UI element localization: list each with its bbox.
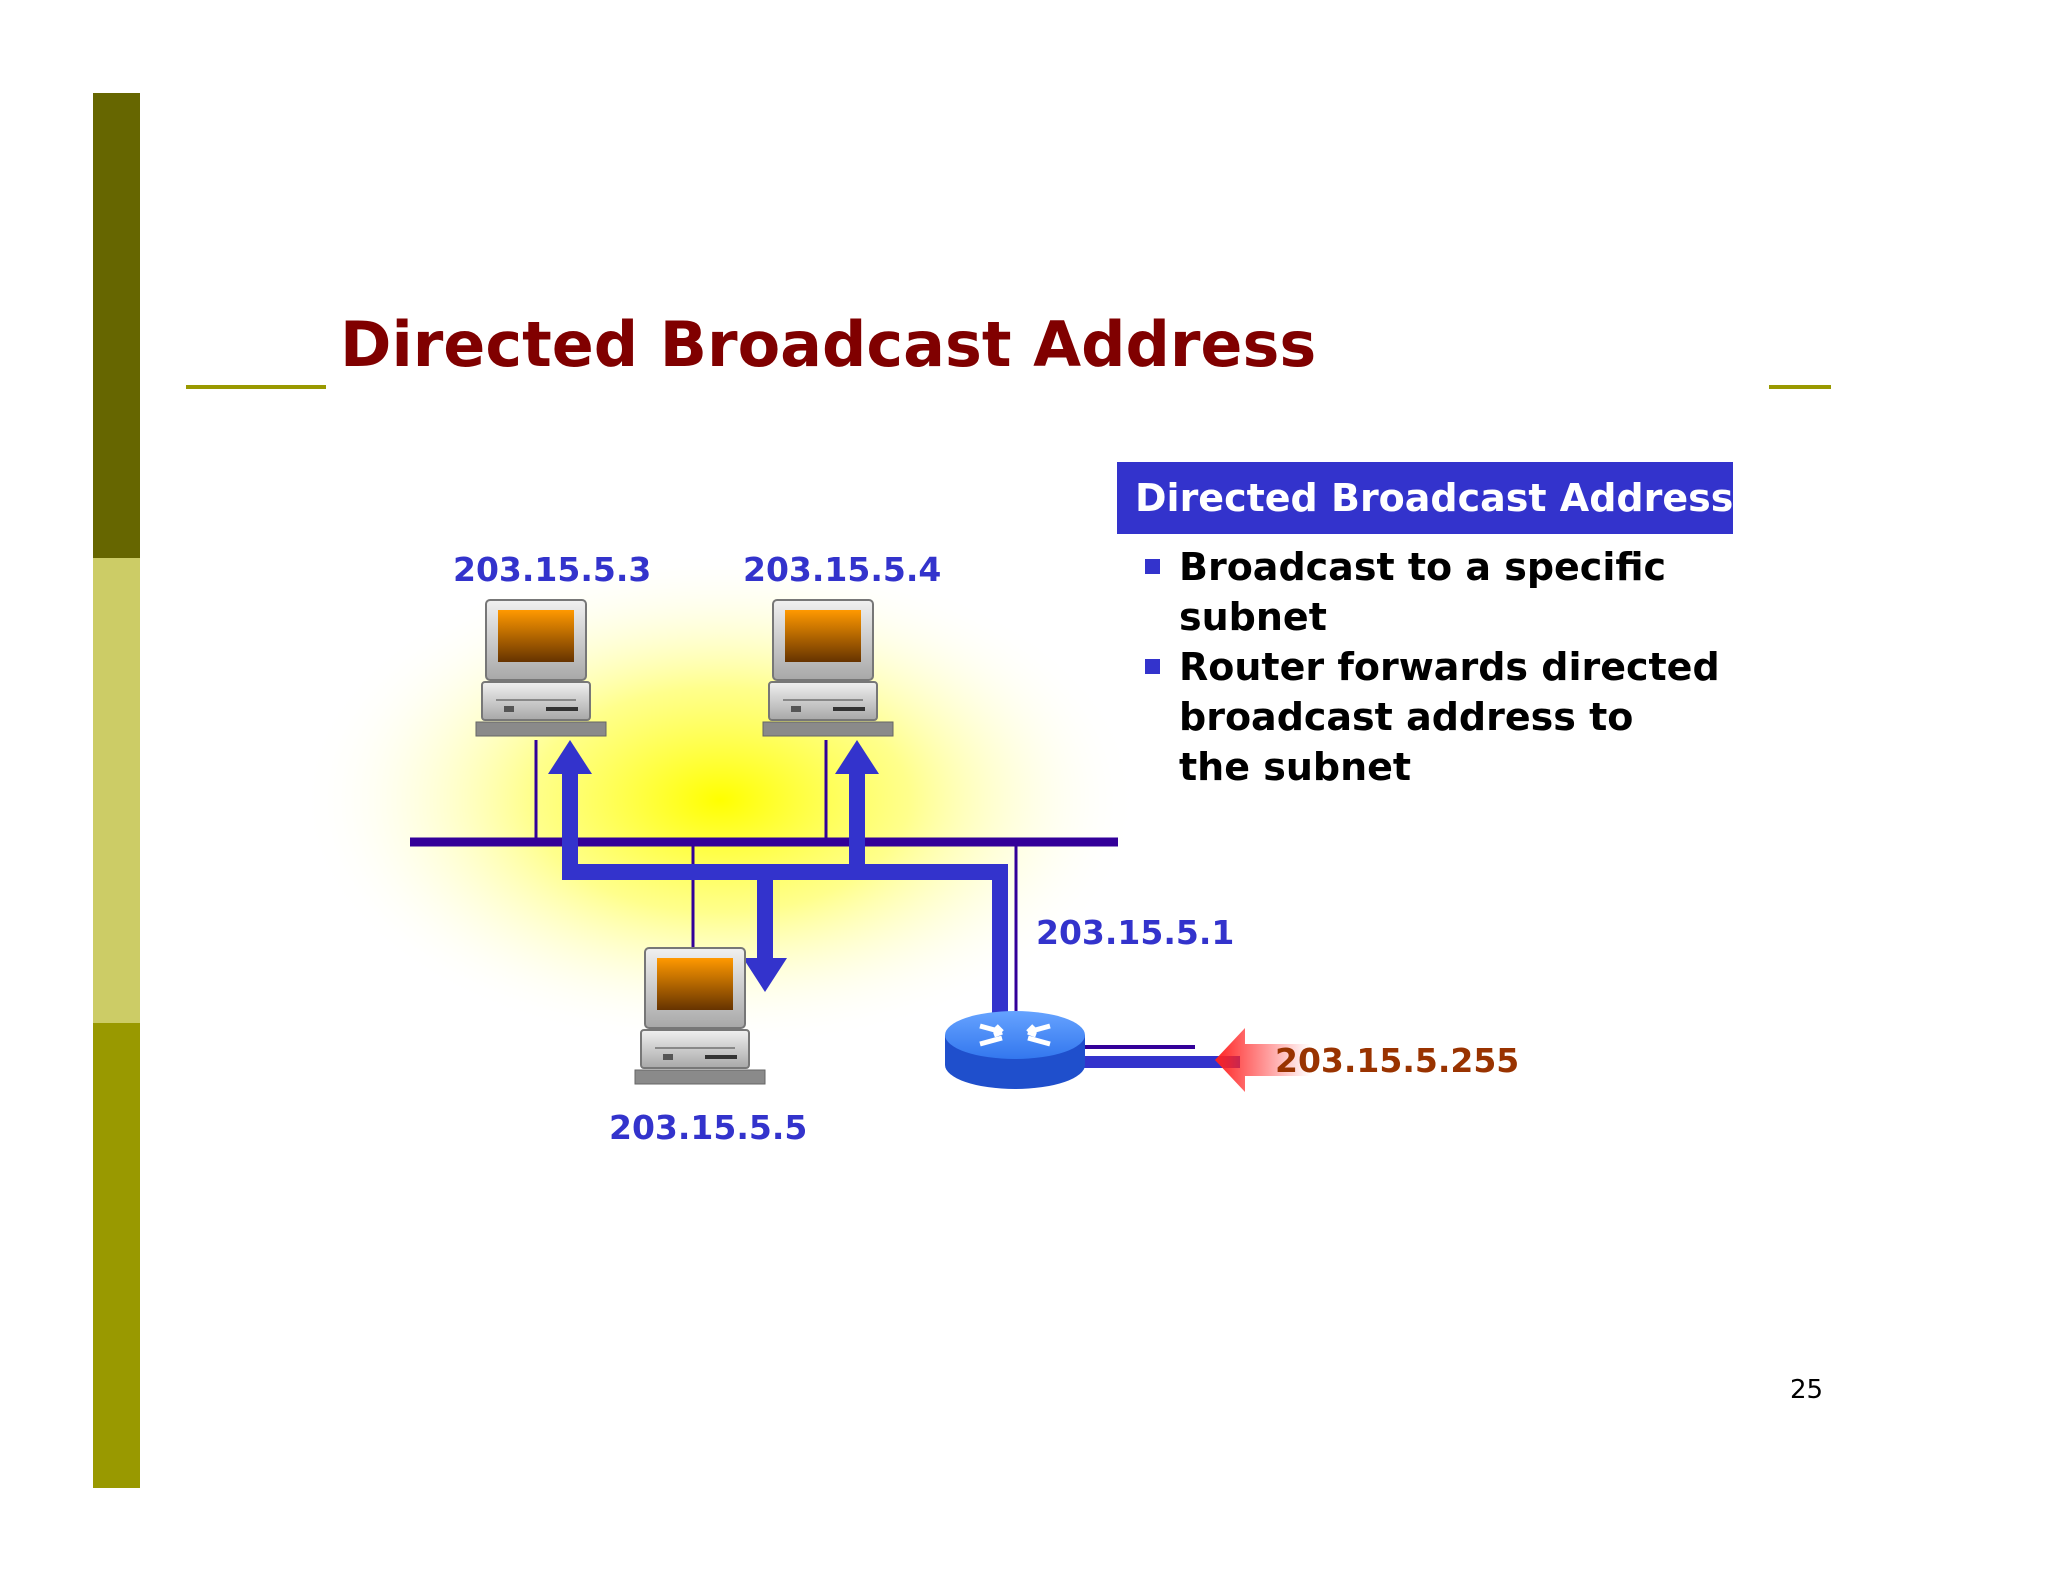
info-bullet-1-line-1: Broadcast to a specific bbox=[1179, 545, 1667, 589]
network-diagram: 203.15.5.3 203.15.5.4 203.15.5.5 203.15.… bbox=[300, 440, 1800, 1200]
accent-bar-middle bbox=[93, 558, 140, 1023]
host-label-203-15-5-4: 203.15.5.4 bbox=[743, 550, 942, 589]
computer-icon-203-15-5-3 bbox=[476, 600, 606, 736]
page-title: Directed Broadcast Address bbox=[340, 308, 1317, 381]
host-label-203-15-5-5: 203.15.5.5 bbox=[609, 1108, 808, 1147]
accent-bar-bottom bbox=[93, 1023, 140, 1488]
info-bullet-2-line-1: Router forwards directed bbox=[1179, 645, 1720, 689]
computer-icon-203-15-5-5 bbox=[635, 948, 765, 1084]
computer-icon-203-15-5-4 bbox=[763, 600, 893, 736]
info-bullet-2-line-2: broadcast address to bbox=[1179, 695, 1634, 739]
info-bullet-2: Router forwards directed broadcast addre… bbox=[1117, 642, 1733, 792]
title-rule-left bbox=[186, 385, 326, 389]
info-bullet-1-line-2: subnet bbox=[1179, 595, 1327, 639]
host-label-203-15-5-3: 203.15.5.3 bbox=[453, 550, 652, 589]
info-bullet-list: Broadcast to a specific subnet Router fo… bbox=[1117, 542, 1733, 792]
info-bullet-1: Broadcast to a specific subnet bbox=[1117, 542, 1733, 642]
router-icon bbox=[945, 1011, 1085, 1089]
info-panel: Directed Broadcast Address Broadcast to … bbox=[1117, 462, 1733, 792]
square-bullet-icon bbox=[1145, 559, 1160, 574]
square-bullet-icon bbox=[1145, 659, 1160, 674]
incoming-arrow-icon bbox=[1215, 1028, 1310, 1092]
router-label: 203.15.5.1 bbox=[1036, 913, 1235, 952]
page-number: 25 bbox=[1790, 1375, 1824, 1405]
accent-bar-top bbox=[93, 93, 140, 558]
info-panel-header: Directed Broadcast Address bbox=[1117, 462, 1733, 534]
info-bullet-2-line-3: the subnet bbox=[1179, 745, 1412, 789]
title-rule-right bbox=[1769, 385, 1831, 389]
network-diagram-graphic bbox=[300, 550, 1310, 1092]
broadcast-address-label: 203.15.5.255 bbox=[1275, 1041, 1520, 1080]
